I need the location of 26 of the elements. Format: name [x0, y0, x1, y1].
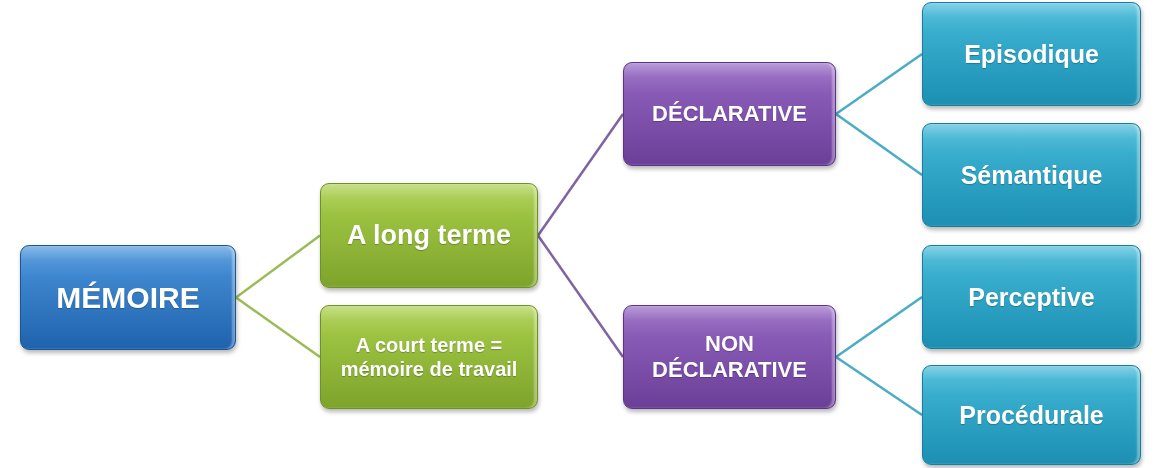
concept-box [922, 245, 1141, 349]
concept-box [20, 245, 236, 350]
concept-box [922, 2, 1141, 106]
connector-line [835, 355, 923, 417]
concept-label: A long terme [347, 219, 511, 252]
concept-label: Sémantique [960, 160, 1103, 190]
connector-line [835, 295, 923, 359]
connector-line [835, 52, 923, 116]
concept-label: A court terme = mémoire de travail [339, 333, 519, 381]
connector-line [235, 234, 321, 299]
connector-line [536, 234, 625, 358]
concept-label: Episodique [964, 39, 1099, 69]
concept-box [922, 365, 1141, 465]
connector-line [235, 296, 321, 359]
concept-box [623, 305, 836, 409]
concept-label: Perceptive [968, 282, 1095, 312]
concept-label: MÉMOIRE [56, 279, 200, 316]
concept-label: NON DÉCLARATIVE [651, 330, 808, 384]
concept-label: Procédurale [959, 400, 1104, 430]
connector-line [835, 112, 923, 177]
concept-label: DÉCLARATIVE [652, 100, 807, 128]
concept-box [320, 305, 538, 409]
connector-line [536, 113, 625, 237]
concept-box [623, 62, 836, 166]
concept-box [320, 183, 538, 288]
concept-box [922, 123, 1141, 227]
